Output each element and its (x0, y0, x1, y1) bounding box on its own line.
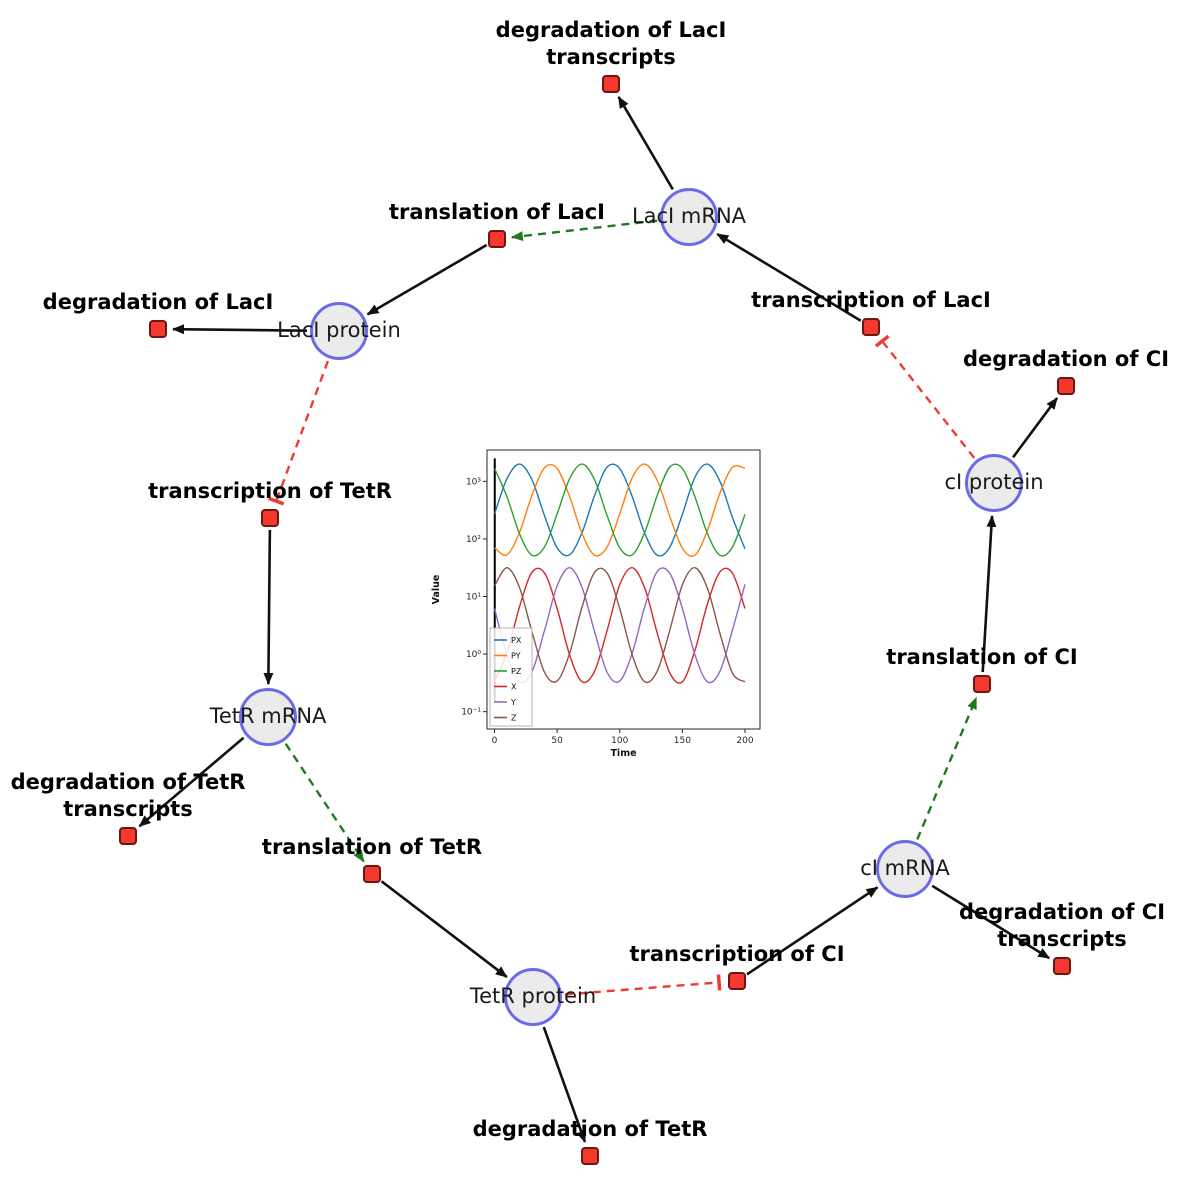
chart-series-PZ (493, 463, 746, 557)
edge-inhibition-laci-protein--transcription-tetr (268, 360, 330, 506)
y-tick-label: 10¹ (466, 592, 481, 602)
legend-label-PY: PY (511, 652, 521, 661)
x-tick-label: 200 (736, 736, 753, 746)
reaction-node-deg-ci-transcripts[interactable] (1053, 957, 1071, 975)
x-tick-label: 50 (551, 736, 563, 746)
x-tick-label: 100 (611, 736, 628, 746)
edge-flow-translation-tetr--tetr-protein (380, 880, 508, 978)
edge-flow-transcription-tetr--tetr-mrna (263, 529, 274, 686)
chart-series-PY (494, 463, 746, 558)
reaction-node-deg-laci[interactable] (149, 320, 167, 338)
reaction-node-deg-laci-transcripts[interactable] (602, 75, 620, 93)
chart-series-Y (493, 567, 746, 684)
edge-flow-ci-mrna--deg-ci-transcripts (931, 884, 1051, 960)
y-tick-label: 10⁻¹ (461, 708, 481, 718)
species-node-tetr-mrna[interactable] (239, 688, 297, 746)
chart-series-Z (493, 567, 746, 684)
chart-xlabel: Time (610, 748, 636, 759)
edge-flow-translation-ci--ci-protein (981, 514, 997, 673)
legend-label-Z: Z (511, 714, 517, 723)
legend-label-PX: PX (511, 636, 522, 645)
reaction-node-deg-ci[interactable] (1057, 377, 1075, 395)
chart-ylabel: Value (431, 575, 442, 605)
edge-inhibition-tetr-protein--transcription-ci (564, 974, 722, 996)
edge-flow-laci-mrna--deg-laci-transcripts (617, 96, 674, 191)
edge-flow-translation-laci--laci-protein (366, 243, 488, 316)
chart-series-X (493, 567, 746, 684)
species-node-ci-mrna[interactable] (876, 840, 934, 898)
y-tick-label: 10² (466, 535, 481, 545)
reaction-node-transcription-tetr[interactable] (261, 509, 279, 527)
legend-label-X: X (511, 683, 517, 692)
species-node-laci-protein[interactable] (310, 302, 368, 360)
reaction-node-transcription-laci[interactable] (862, 318, 880, 336)
y-tick-label: 10³ (466, 477, 481, 487)
edge-activation-laci-mrna--translation-laci (510, 219, 658, 242)
x-tick-label: 0 (492, 736, 498, 746)
edge-flow-transcription-laci--laci-mrna (716, 232, 862, 322)
chart-legend: PX PY PZ XYZ (489, 627, 533, 727)
reaction-node-deg-tetr[interactable] (581, 1147, 599, 1165)
edge-inhibition-ci-protein--transcription-laci (874, 334, 976, 459)
species-node-ci-protein[interactable] (965, 454, 1023, 512)
species-node-tetr-protein[interactable] (504, 968, 562, 1026)
reaction-node-translation-laci[interactable] (488, 230, 506, 248)
reaction-node-translation-ci[interactable] (973, 675, 991, 693)
species-node-laci-mrna[interactable] (660, 188, 718, 246)
reaction-node-transcription-ci[interactable] (728, 972, 746, 990)
edge-flow-tetr-protein--deg-tetr (542, 1026, 587, 1143)
chart-series-PX (493, 463, 746, 557)
edge-flow-ci-protein--deg-ci (1012, 397, 1059, 459)
y-tick-label: 10⁰ (466, 650, 481, 660)
edge-activation-tetr-mrna--translation-tetr (284, 743, 365, 863)
legend-label-PZ: PZ (511, 667, 522, 676)
chart-legend-box (489, 627, 533, 727)
edge-flow-transcription-ci--ci-mrna (746, 886, 879, 976)
reaction-node-deg-tetr-transcripts[interactable] (119, 827, 137, 845)
x-tick-label: 150 (674, 736, 691, 746)
reaction-node-translation-tetr[interactable] (363, 865, 381, 883)
edge-activation-ci-mrna--translation-ci (916, 696, 978, 840)
edge-flow-laci-protein--deg-laci (171, 324, 308, 335)
legend-label-Y: Y (510, 698, 516, 707)
edge-flow-tetr-mrna--deg-tetr-transcripts (138, 736, 245, 828)
